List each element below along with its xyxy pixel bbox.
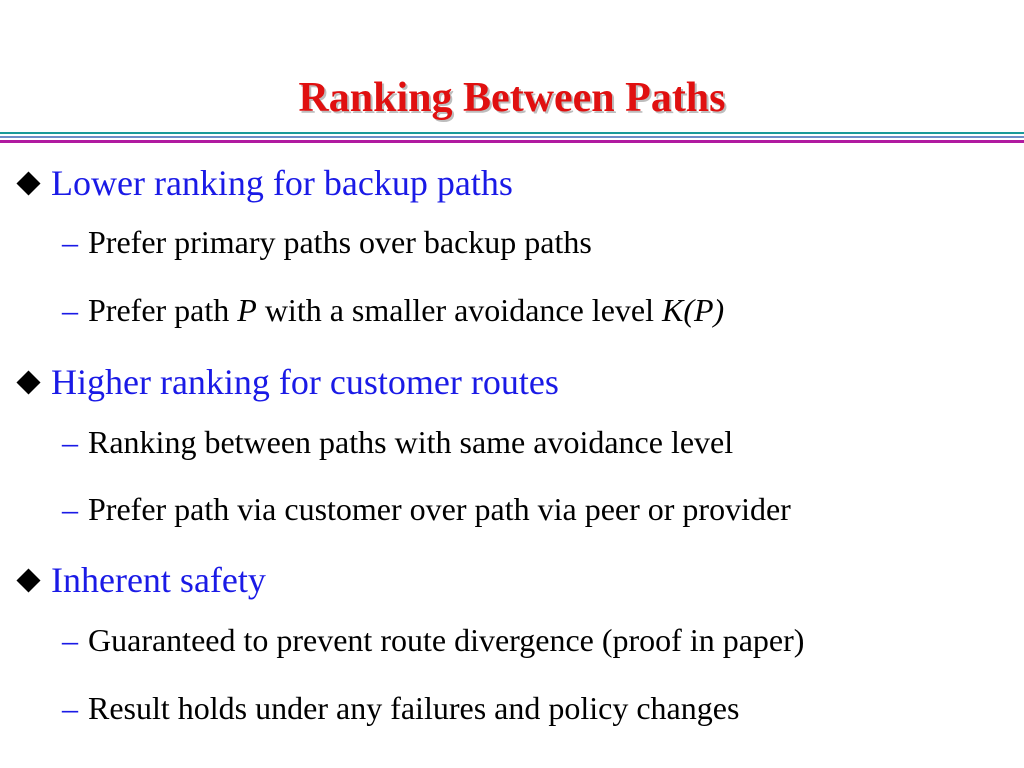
- diamond-bullet-icon: [16, 369, 41, 395]
- sub-bullet-item: –Prefer primary paths over backup paths: [62, 222, 592, 262]
- avoidance-level-variable: K(P): [661, 292, 725, 328]
- dash-bullet-icon: –: [62, 690, 78, 726]
- slide-title: Ranking Between Paths: [298, 75, 726, 121]
- sub-bullet-item: –Result holds under any failures and pol…: [62, 688, 739, 728]
- sub-bullet-text-pre: Prefer path: [88, 292, 238, 328]
- dash-bullet-icon: –: [62, 292, 78, 328]
- sub-bullet-text: Result holds under any failures and poli…: [88, 690, 740, 726]
- sub-bullet-text: Prefer primary paths over backup paths: [88, 224, 592, 260]
- title-divider-blue: [0, 136, 1024, 138]
- bullet-heading: Inherent safety: [51, 560, 266, 600]
- title-divider-magenta: [0, 140, 1024, 143]
- diamond-bullet-icon: [16, 567, 41, 593]
- sub-bullet-item: –Prefer path P with a smaller avoidance …: [62, 290, 724, 330]
- dash-bullet-icon: –: [62, 424, 78, 460]
- sub-bullet-text: Ranking between paths with same avoidanc…: [88, 424, 734, 460]
- diamond-bullet-icon: [16, 170, 41, 196]
- sub-bullet-text: Guaranteed to prevent route divergence (…: [88, 622, 805, 658]
- title-divider-teal: [0, 132, 1024, 134]
- sub-bullet-item: –Guaranteed to prevent route divergence …: [62, 620, 804, 660]
- bullet-item: Inherent safety: [14, 557, 266, 603]
- bullet-item: Lower ranking for backup paths: [14, 160, 513, 206]
- path-variable: P: [237, 292, 257, 328]
- sub-bullet-text-mid: with a smaller avoidance level: [256, 292, 662, 328]
- sub-bullet-item: –Prefer path via customer over path via …: [62, 489, 791, 529]
- sub-bullet-item: –Ranking between paths with same avoidan…: [62, 422, 733, 462]
- bullet-heading: Higher ranking for customer routes: [51, 362, 559, 402]
- sub-bullet-text: Prefer path via customer over path via p…: [88, 491, 791, 527]
- bullet-heading: Lower ranking for backup paths: [51, 163, 513, 203]
- dash-bullet-icon: –: [62, 622, 78, 658]
- dash-bullet-icon: –: [62, 224, 78, 260]
- dash-bullet-icon: –: [62, 491, 78, 527]
- bullet-item: Higher ranking for customer routes: [14, 359, 559, 405]
